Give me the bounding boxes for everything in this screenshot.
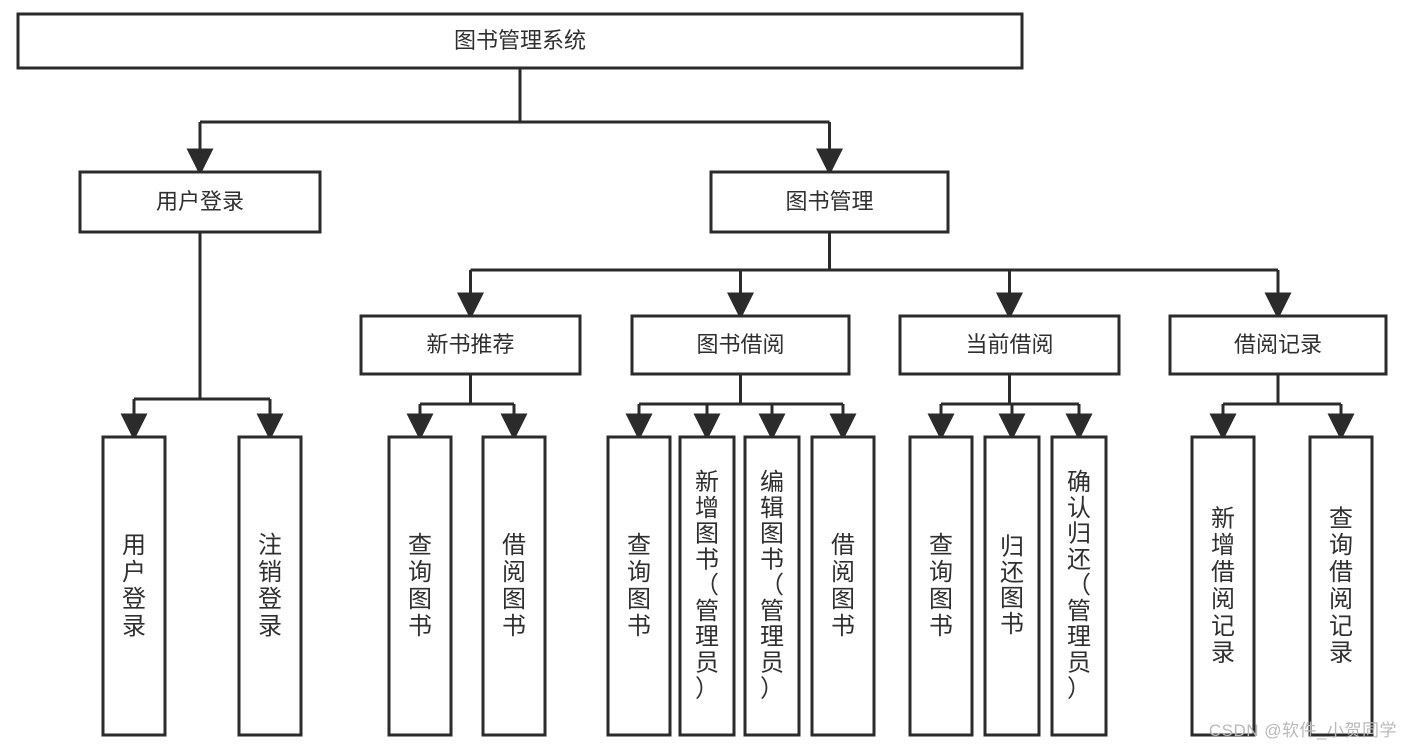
node-box-current-borrow	[898, 314, 1121, 376]
node-leaf-query-record[interactable]: 查询借阅记录	[1308, 435, 1374, 737]
node-leaf-user-login[interactable]: 用户登录	[101, 435, 167, 737]
node-leaf-query-book-1[interactable]: 查询图书	[387, 435, 453, 737]
node-box-leaf-query-book-2	[606, 435, 672, 737]
node-leaf-edit-book[interactable]: 编辑图书（管理员）	[743, 435, 801, 737]
connector-layer	[120, 68, 1355, 441]
node-label-leaf-user-login: 用户登录	[122, 532, 146, 640]
watermark-text: CSDN @软件_小贺同学	[1208, 721, 1397, 740]
node-box-leaf-add-book	[678, 435, 736, 737]
node-label-leaf-edit-book: 编辑图书（管理员）	[760, 469, 784, 702]
node-label-leaf-add-book: 新增图书（管理员）	[695, 469, 719, 702]
node-box-book-borrow	[630, 314, 851, 376]
node-new-book-recommend[interactable]: 新书推荐	[359, 314, 582, 376]
node-box-leaf-confirm-return	[1050, 435, 1108, 737]
node-box-new-book-recommend	[359, 314, 582, 376]
connector-userlogin-to-leaves	[120, 232, 284, 441]
node-label-leaf-user-logout: 注销登录	[258, 532, 282, 640]
node-borrow-record[interactable]: 借阅记录	[1168, 314, 1388, 376]
connector-bookmanage-to-level2	[457, 232, 1292, 320]
node-label-user-login: 用户登录	[156, 189, 244, 214]
node-box-leaf-borrow-book-1	[481, 435, 547, 737]
node-label-leaf-borrow-book-2: 借阅图书	[831, 532, 855, 640]
node-current-borrow[interactable]: 当前借阅	[898, 314, 1121, 376]
node-box-leaf-query-book-3	[908, 435, 974, 737]
node-label-book-borrow: 图书借阅	[696, 332, 784, 357]
node-book-borrow[interactable]: 图书借阅	[630, 314, 851, 376]
node-user-login[interactable]: 用户登录	[78, 170, 322, 234]
node-box-leaf-borrow-book-2	[810, 435, 876, 737]
node-box-leaf-query-record	[1308, 435, 1374, 737]
node-label-leaf-query-book-3: 查询图书	[929, 532, 953, 640]
node-label-leaf-return-book: 归还图书	[1000, 534, 1024, 638]
node-label-leaf-query-book-1: 查询图书	[408, 532, 432, 640]
connector-root-to-level1	[186, 68, 843, 176]
node-leaf-add-book[interactable]: 新增图书（管理员）	[678, 435, 736, 737]
node-label-root: 图书管理系统	[454, 28, 586, 53]
node-leaf-borrow-book-1[interactable]: 借阅图书	[481, 435, 547, 737]
node-box-user-login	[78, 170, 322, 234]
node-book-manage[interactable]: 图书管理	[709, 170, 950, 234]
connector-newbook-to-leaves	[406, 374, 528, 441]
node-leaf-confirm-return[interactable]: 确认归还（管理员）	[1050, 435, 1108, 737]
node-leaf-query-book-2[interactable]: 查询图书	[606, 435, 672, 737]
node-box-leaf-add-record	[1190, 435, 1256, 737]
node-label-leaf-query-book-2: 查询图书	[627, 532, 651, 640]
node-label-book-manage: 图书管理	[785, 189, 873, 214]
node-box-leaf-user-login	[101, 435, 167, 737]
connector-borrowrecord-to-leaves	[1209, 374, 1355, 441]
node-label-leaf-confirm-return: 确认归还（管理员）	[1067, 469, 1091, 702]
node-label-leaf-borrow-book-1: 借阅图书	[502, 532, 526, 640]
node-root[interactable]: 图书管理系统	[16, 12, 1024, 70]
node-label-new-book-recommend: 新书推荐	[426, 332, 514, 357]
node-label-current-borrow: 当前借阅	[965, 332, 1053, 357]
node-leaf-return-book[interactable]: 归还图书	[983, 435, 1041, 737]
node-box-leaf-return-book	[983, 435, 1041, 737]
node-box-leaf-user-logout	[237, 435, 303, 737]
node-layer: 图书管理系统用户登录图书管理新书推荐图书借阅当前借阅借阅记录用户登录注销登录查询…	[16, 12, 1388, 737]
node-box-leaf-query-book-1	[387, 435, 453, 737]
node-label-borrow-record: 借阅记录	[1234, 332, 1322, 357]
node-label-leaf-add-record: 新增借阅记录	[1211, 505, 1235, 666]
node-box-book-manage	[709, 170, 950, 234]
node-leaf-borrow-book-2[interactable]: 借阅图书	[810, 435, 876, 737]
node-leaf-add-record[interactable]: 新增借阅记录	[1190, 435, 1256, 737]
connector-bookborrow-to-leaves	[625, 374, 857, 441]
node-leaf-query-book-3[interactable]: 查询图书	[908, 435, 974, 737]
node-box-root	[16, 12, 1024, 70]
node-label-leaf-query-record: 查询借阅记录	[1329, 505, 1353, 666]
connector-currentborrow-to-leaves	[927, 374, 1093, 441]
node-leaf-user-logout[interactable]: 注销登录	[237, 435, 303, 737]
node-box-leaf-edit-book	[743, 435, 801, 737]
node-box-borrow-record	[1168, 314, 1388, 376]
